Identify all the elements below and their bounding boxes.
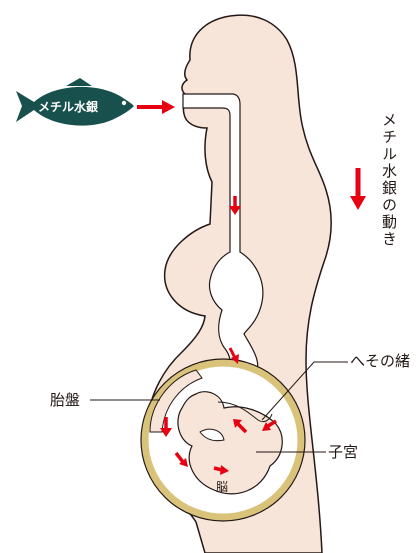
label-uterus: 子宮 — [328, 443, 358, 461]
legend-text: メチル水銀の動き — [380, 112, 398, 248]
label-umbilical-cord: へその緒 — [350, 352, 410, 370]
label-placenta: 胎盤 — [50, 391, 80, 409]
label-brain: 脳 — [216, 480, 228, 494]
fish-label: メチル水銀 — [38, 99, 98, 114]
fish-icon: メチル水銀 — [16, 78, 134, 126]
